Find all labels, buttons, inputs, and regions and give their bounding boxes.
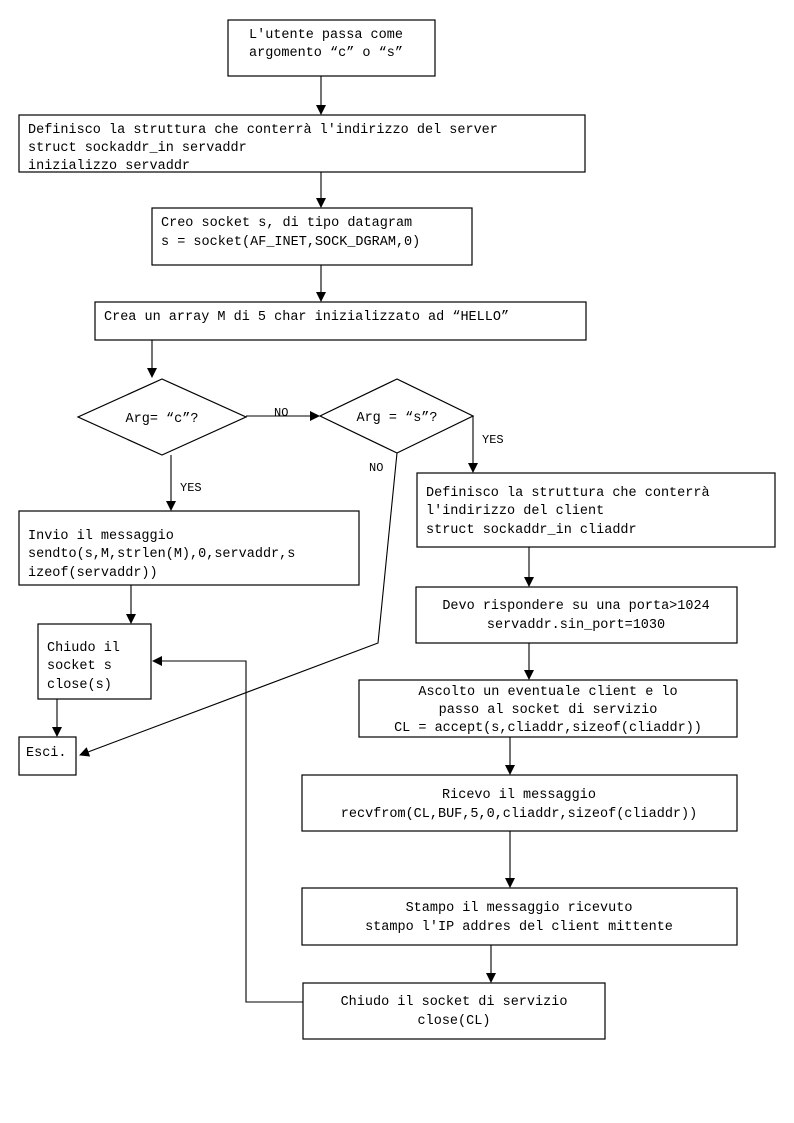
listen-line-3: CL = accept(s,cliaddr,sizeof(cliaddr)) [394, 721, 702, 736]
print-line-2: stampo l'IP addres del client mittente [365, 920, 673, 935]
close-socket-box: Chiudo il socket s close(s) [37, 623, 152, 700]
label-yes-s: YES [482, 433, 504, 447]
close-socket-line-3: close(s) [47, 678, 112, 693]
listen-line-1: Ascolto un eventuale client e lo [418, 685, 677, 700]
arrow-close-service-loop-back [152, 656, 303, 1003]
port-line-2: servaddr.sin_port=1030 [487, 618, 665, 633]
label-no-c: NO [274, 406, 288, 420]
send-message-line-1: Invio il messaggio [28, 529, 174, 544]
close-socket-line-2: socket s [47, 659, 112, 674]
close-service-box: Chiudo il socket di servizio close(CL) [302, 982, 606, 1040]
create-array-box: Crea un array M di 5 char inizializzato … [94, 301, 587, 341]
close-service-line-1: Chiudo il socket di servizio [341, 995, 568, 1010]
close-socket-line-1: Chiudo il [47, 641, 120, 656]
exit-box-label: Esci. [26, 746, 67, 761]
print-box: Stampo il messaggio ricevuto stampo l'IP… [301, 887, 738, 946]
label-yes-c: YES [180, 481, 202, 495]
receive-line-2: recvfrom(CL,BUF,5,0,cliaddr,sizeof(cliad… [341, 807, 697, 822]
listen-line-2: passo al socket di servizio [439, 703, 658, 718]
create-array-line-1: Crea un array M di 5 char inizializzato … [104, 310, 509, 325]
create-socket-box: Creo socket s, di tipo datagram s = sock… [151, 207, 473, 266]
decision-s-diamond: Arg = “s”? [318, 378, 475, 454]
print-line-1: Stampo il messaggio ricevuto [406, 901, 633, 916]
arrow-decision-s-no [79, 452, 398, 757]
define-client-box: Definisco la struttura che conterrà l'in… [416, 472, 776, 548]
decision-s-label: Arg = “s”? [356, 411, 437, 426]
send-message-line-2: sendto(s,M,strlen(M),0,servaddr,s [28, 547, 295, 562]
create-socket-line-2: s = socket(AF_INET,SOCK_DGRAM,0) [161, 235, 420, 250]
define-server-box: Definisco la struttura che conterrà l'in… [18, 114, 586, 174]
define-server-line-3: inizializzo servaddr [28, 159, 190, 174]
port-box: Devo rispondere su una porta>1024 servad… [415, 586, 738, 644]
start-box: L'utente passa come argomento “c” o “s” [227, 19, 436, 77]
receive-line-1: Ricevo il messaggio [442, 788, 596, 803]
send-message-box: Invio il messaggio sendto(s,M,strlen(M),… [18, 510, 360, 586]
create-socket-line-1: Creo socket s, di tipo datagram [161, 216, 412, 231]
listen-box: Ascolto un eventuale client e lo passo a… [358, 679, 738, 738]
start-box-line-1: L'utente passa come [249, 28, 403, 43]
close-service-line-2: close(CL) [418, 1014, 491, 1029]
decision-c-label: Arg= “c”? [126, 412, 199, 427]
exit-box: Esci. [18, 736, 77, 776]
define-server-line-2: struct sockaddr_in servaddr [28, 141, 247, 156]
decision-c-diamond: Arg= “c”? [76, 378, 248, 456]
define-client-line-2: l'indirizzo del client [426, 504, 604, 519]
start-box-line-2: argomento “c” o “s” [249, 46, 403, 61]
define-client-line-3: struct sockaddr_in cliaddr [426, 523, 637, 538]
send-message-line-3: izeof(servaddr)) [28, 566, 158, 581]
define-client-line-1: Definisco la struttura che conterrà [426, 486, 710, 501]
receive-box: Ricevo il messaggio recvfrom(CL,BUF,5,0,… [301, 774, 738, 832]
port-line-1: Devo rispondere su una porta>1024 [442, 599, 709, 614]
define-server-line-1: Definisco la struttura che conterrà l'in… [28, 123, 498, 138]
label-no-s: NO [369, 461, 383, 475]
